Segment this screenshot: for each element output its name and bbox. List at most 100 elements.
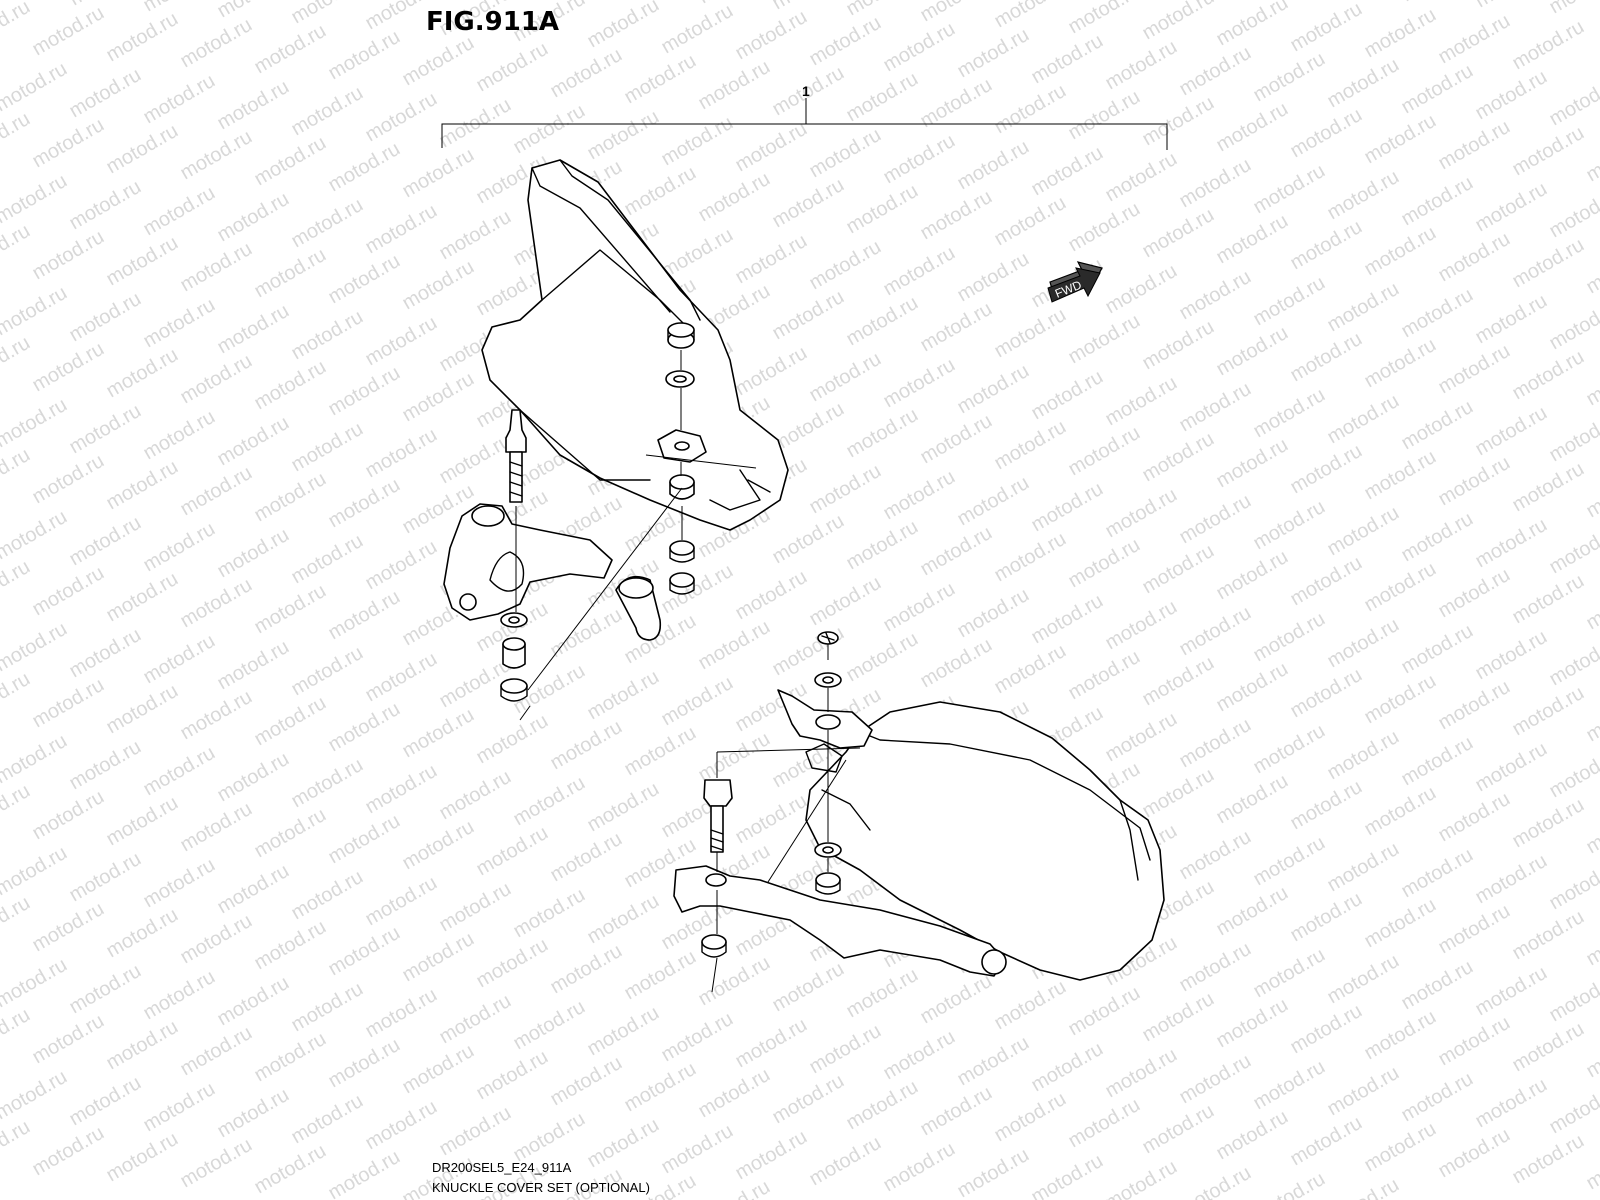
diagram-code: DR200SEL5_E24_911A (432, 1160, 572, 1175)
watermark-text: motod.ru (1213, 882, 1292, 941)
watermark-text: motod.ru (1287, 552, 1366, 611)
watermark-text: motod.ru (547, 1052, 626, 1111)
watermark-text: motod.ru (1139, 204, 1218, 263)
watermark-text: motod.ru (1176, 826, 1255, 885)
watermark-text: motod.ru (1546, 520, 1600, 579)
watermark-text: motod.ru (140, 0, 219, 16)
watermark-text: motod.ru (177, 238, 256, 297)
watermark-text: motod.ru (1287, 776, 1366, 835)
watermark-text: motod.ru (325, 362, 404, 421)
watermark-text: motod.ru (214, 524, 293, 583)
brake-lever-icon (673, 865, 1007, 977)
watermark-text: motod.ru (1361, 1006, 1440, 1065)
diagram-caption: KNUCKLE COVER SET (OPTIONAL) (432, 1180, 650, 1195)
watermark-text: motod.ru (214, 188, 293, 247)
watermark-text: motod.ru (251, 356, 330, 415)
upper-washer-icon (665, 370, 695, 388)
watermark-text: motod.ru (510, 996, 589, 1055)
watermark-text: motod.ru (399, 1040, 478, 1099)
watermark-text: motod.ru (66, 400, 145, 459)
watermark-text: motod.ru (251, 244, 330, 303)
watermark-text: motod.ru (0, 0, 34, 54)
watermark-text: motod.ru (1509, 1018, 1588, 1077)
watermark-text: motod.ru (547, 716, 626, 775)
watermark-text: motod.ru (0, 730, 71, 789)
watermark-text: motod.ru (362, 200, 441, 259)
watermark-text: motod.ru (399, 256, 478, 315)
watermark-text: motod.ru (584, 0, 663, 52)
watermark-text: motod.ru (1139, 1100, 1218, 1159)
watermark-text: motod.ru (1435, 340, 1514, 399)
watermark-text: motod.ru (325, 1034, 404, 1093)
watermark-text: motod.ru (29, 786, 108, 845)
watermark-text: motod.ru (399, 704, 478, 763)
watermark-text: motod.ru (1509, 1130, 1588, 1189)
watermark-text: motod.ru (177, 574, 256, 633)
watermark-text: motod.ru (140, 406, 219, 465)
watermark-text: motod.ru (880, 578, 959, 637)
watermark-text: motod.ru (29, 1122, 108, 1181)
upper-clamp-icon (443, 503, 613, 621)
watermark-text: motod.ru (1176, 1050, 1255, 1109)
watermark-text: motod.ru (1102, 1044, 1181, 1103)
watermark-text: motod.ru (1472, 850, 1551, 909)
watermark-text: motod.ru (66, 288, 145, 347)
watermark-text: motod.ru (288, 530, 367, 589)
watermark-text: motod.ru (1546, 72, 1600, 131)
watermark-text: motod.ru (1324, 502, 1403, 561)
watermark-text: motod.ru (695, 616, 774, 675)
watermark-text: motod.ru (806, 460, 885, 519)
watermark-text: motod.ru (1213, 994, 1292, 1053)
watermark-text: motod.ru (399, 32, 478, 91)
watermark-text: motod.ru (1435, 1124, 1514, 1183)
watermark-text: motod.ru (1287, 0, 1366, 56)
watermark-text: motod.ru (843, 516, 922, 575)
watermark-text: motod.ru (732, 1126, 811, 1185)
watermark-text: motod.ru (0, 108, 34, 167)
watermark-text: motod.ru (1250, 1168, 1329, 1200)
watermark-text: motod.ru (954, 360, 1033, 419)
watermark-text: motod.ru (1546, 968, 1600, 1027)
watermark-text: motod.ru (399, 816, 478, 875)
watermark-text: motod.ru (1065, 0, 1144, 38)
watermark-text: motod.ru (177, 462, 256, 521)
watermark-text: motod.ru (1546, 0, 1600, 18)
watermark-text: motod.ru (436, 990, 515, 1049)
watermark-text: motod.ru (1176, 490, 1255, 549)
watermark-text: motod.ru (1509, 16, 1588, 75)
watermark-text: motod.ru (510, 100, 589, 159)
watermark-text: motod.ru (66, 624, 145, 683)
watermark-text: motod.ru (140, 182, 219, 241)
watermark-text: motod.ru (1361, 446, 1440, 505)
watermark-text: motod.ru (288, 642, 367, 701)
watermark-text: motod.ru (1213, 210, 1292, 269)
watermark-text: motod.ru (658, 672, 737, 731)
watermark-text: motod.ru (658, 112, 737, 171)
lower-washer-mid-icon (814, 842, 842, 858)
watermark-text: motod.ru (1102, 708, 1181, 767)
watermark-text: motod.ru (917, 1082, 996, 1141)
watermark-text: motod.ru (954, 1144, 1033, 1200)
watermark-text: motod.ru (1398, 508, 1477, 567)
watermark-text: motod.ru (214, 76, 293, 135)
figure-title: FIG.911A (426, 7, 559, 37)
watermark-text: motod.ru (0, 58, 71, 117)
watermark-text: motod.ru (547, 940, 626, 999)
watermark-text: motod.ru (1324, 166, 1403, 225)
watermark-text: motod.ru (177, 14, 256, 73)
watermark-text: motod.ru (1509, 234, 1588, 293)
watermark-text: motod.ru (1398, 956, 1477, 1015)
watermark-text: motod.ru (1250, 944, 1329, 1003)
watermark-text: motod.ru (1102, 372, 1181, 431)
watermark-text: motod.ru (917, 410, 996, 469)
watermark-text: motod.ru (1287, 664, 1366, 723)
watermark-text: motod.ru (1028, 1150, 1107, 1200)
upper-nut-icon (667, 322, 695, 349)
watermark-text: motod.ru (1398, 844, 1477, 903)
watermark-text: motod.ru (1361, 110, 1440, 169)
watermark-text: motod.ru (66, 848, 145, 907)
watermark-text: motod.ru (954, 1032, 1033, 1091)
watermark-text: motod.ru (29, 338, 108, 397)
watermark-text: motod.ru (1472, 962, 1551, 1021)
